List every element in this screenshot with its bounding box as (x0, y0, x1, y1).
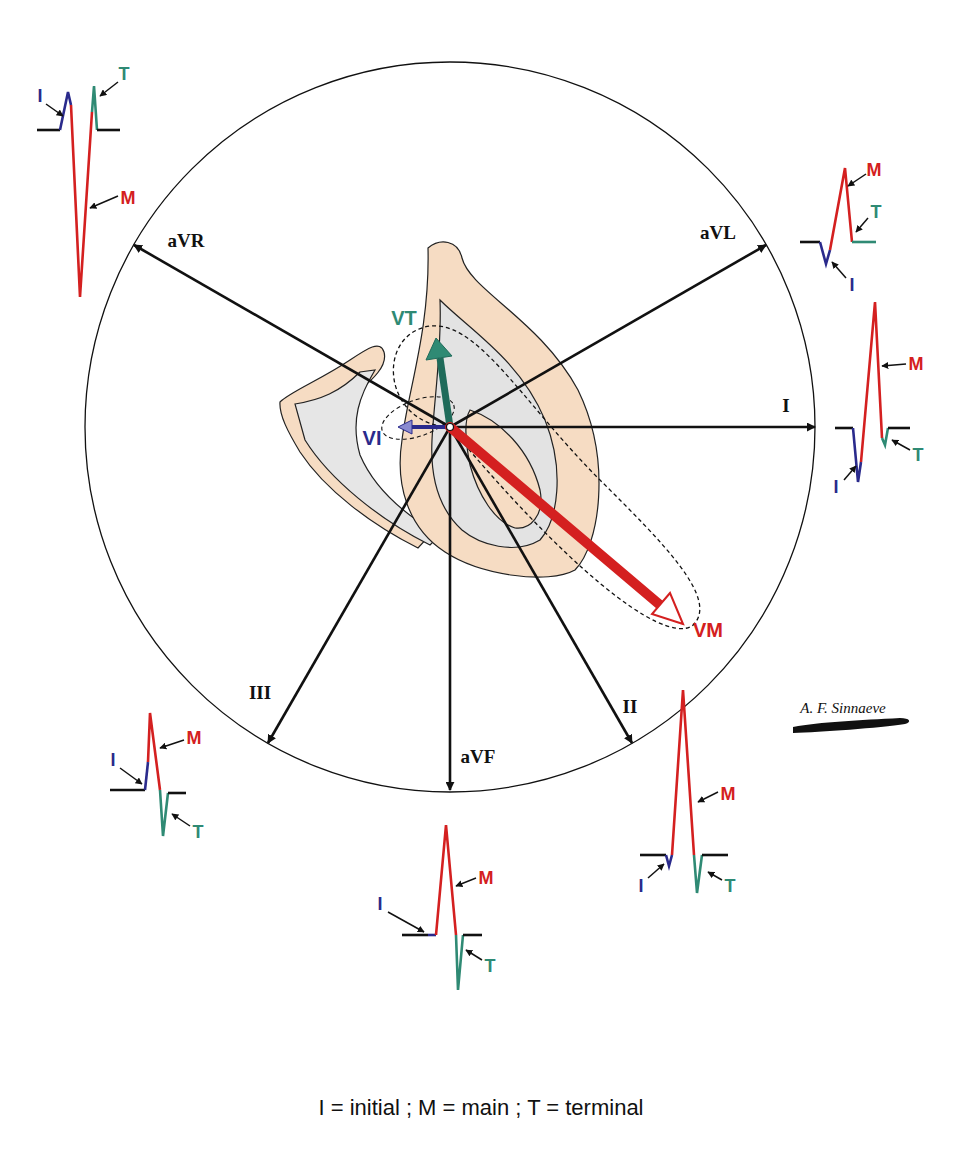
waveform-segment (835, 427, 853, 430)
waveform-segment (702, 854, 728, 857)
leader-arrow (120, 768, 142, 784)
wave-part: M (721, 785, 736, 803)
waveform-segment (436, 825, 456, 935)
waveform-segment (463, 934, 482, 937)
waveform-segment (168, 792, 186, 795)
wave-part: M (121, 189, 136, 207)
leader-arrow (172, 814, 190, 826)
lead-name: aVR (168, 231, 205, 250)
wave-part: T (119, 65, 130, 83)
leader-arrow (832, 262, 846, 278)
wave-part: I (37, 87, 42, 105)
leader-arrow (90, 196, 118, 208)
leader-arrow (882, 364, 906, 366)
waveform-segment (60, 92, 71, 130)
wave-part: I (638, 877, 643, 895)
leader-arrow (160, 740, 184, 748)
wave-part: T (725, 877, 736, 895)
leader-arrow (388, 912, 424, 932)
wave-part: I (110, 751, 115, 769)
waveform-segment (672, 690, 694, 855)
caption: I = initial ; M = main ; T = terminal (0, 1095, 962, 1121)
waveform-segment (37, 129, 60, 132)
leader-arrow (698, 792, 718, 802)
waveform-segment (71, 105, 92, 297)
lead-name: I (782, 396, 789, 415)
leader-arrow (856, 218, 868, 232)
vector-loop (393, 326, 699, 629)
leader-arrow (892, 440, 910, 450)
waveform-segment (852, 241, 876, 244)
lead-name: aVL (700, 223, 736, 242)
waveform-segment (145, 762, 148, 790)
waveform-segment (861, 302, 882, 462)
wave-part: M (909, 355, 924, 373)
leader-arrow (848, 174, 866, 186)
wave-part: T (193, 823, 204, 841)
waveform-segment (402, 934, 428, 937)
lead-name: II (623, 697, 638, 716)
leader-arrow (844, 466, 856, 480)
waveform-segment (820, 242, 830, 264)
waveform-segment (888, 427, 910, 430)
leader-arrow (100, 82, 118, 96)
leader-arrow (466, 950, 482, 960)
waveform-segment (882, 428, 888, 445)
wave-part: M (187, 729, 202, 747)
wave-part: M (479, 869, 494, 887)
lead-axes (134, 245, 815, 790)
lead-name: aVF (461, 747, 496, 766)
vectors (398, 338, 683, 624)
waveform-segment (853, 428, 861, 482)
waveform-segment (110, 789, 145, 792)
vector-name: VM (693, 620, 723, 640)
lead-name: III (249, 683, 271, 702)
waveform-segment (456, 935, 463, 990)
wave-part: I (377, 895, 382, 913)
leader-arrow (648, 864, 664, 878)
waveform-segment (640, 854, 666, 857)
vector-name: VT (391, 308, 417, 328)
wave-part: M (867, 161, 882, 179)
waveform-segment (666, 855, 672, 866)
lead-circle (85, 62, 815, 792)
waveform-segment (148, 713, 160, 790)
waveform-segment (97, 129, 120, 132)
wave-part: T (913, 446, 924, 464)
wave-part: T (485, 957, 496, 975)
leader-arrow (708, 872, 722, 880)
leader-arrow (46, 104, 63, 116)
waveform-segment (800, 241, 820, 244)
wave-part: T (871, 203, 882, 221)
waveform-segment (694, 855, 702, 893)
signature-underline (793, 718, 909, 733)
signature: A. F. Sinnaeve (800, 701, 886, 716)
wave-part: I (849, 276, 854, 294)
vector-name: VI (363, 428, 382, 448)
wave-part: I (833, 478, 838, 496)
waveform-segment (92, 86, 97, 130)
heart-drawing (280, 242, 599, 577)
waveform-segment (160, 790, 168, 836)
waveform-segment (830, 168, 852, 250)
leader-arrow (456, 878, 476, 886)
